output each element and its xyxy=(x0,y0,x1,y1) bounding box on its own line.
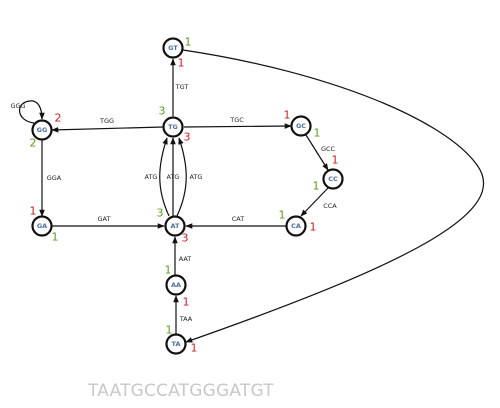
node-cc: CC xyxy=(322,168,344,190)
node-ta-out-degree: 1 xyxy=(166,324,173,337)
edge-label-aat: AAT xyxy=(179,255,192,263)
node-ta-in-degree: 1 xyxy=(191,342,198,355)
node-cc-out-degree: 1 xyxy=(313,180,320,193)
node-at-out-degree: 3 xyxy=(157,207,164,220)
edge-ggg xyxy=(19,100,45,124)
node-ca-label: CA xyxy=(291,222,301,230)
node-gc-in-degree: 1 xyxy=(284,109,291,122)
nodes: GT TG GG GC CC GA AT CA xyxy=(31,37,344,355)
node-ga-label: GA xyxy=(37,222,47,230)
edge-label-cca: CCA xyxy=(323,202,337,210)
node-tg-out-degree: 3 xyxy=(159,105,166,118)
edge-label-tgg: TGG xyxy=(99,117,114,125)
node-gg-circle xyxy=(31,119,53,141)
edge-label-cat: CAT xyxy=(232,215,244,223)
node-cc-label: CC xyxy=(328,175,338,183)
node-at-circle xyxy=(164,215,186,237)
node-at-in-degree: 3 xyxy=(182,232,189,245)
node-ta-circle xyxy=(165,333,187,355)
edge-label-atg-left: ATG xyxy=(145,173,158,181)
edge-tgg xyxy=(51,126,164,133)
node-cc-circle xyxy=(322,168,344,190)
node-gc-label: GC xyxy=(296,122,306,130)
degree-labels: 1 1 3 3 2 2 1 1 1 1 1 1 3 3 1 1 1 1 1 1 xyxy=(30,36,339,355)
node-aa-circle xyxy=(165,274,187,296)
node-aa-label: AA xyxy=(171,281,181,289)
node-gc: GC xyxy=(290,115,312,137)
node-gt-circle xyxy=(162,37,184,59)
edge-gcc xyxy=(305,134,329,171)
edge-label-tgc: TGC xyxy=(229,116,244,124)
edge-label-atg-right: ATG xyxy=(190,173,203,181)
node-cc-in-degree: 1 xyxy=(332,154,339,167)
node-ga: GA xyxy=(31,215,53,237)
node-aa-out-degree: 1 xyxy=(165,264,172,277)
node-gc-out-degree: 1 xyxy=(314,127,321,140)
node-gt-out-degree: 1 xyxy=(185,36,192,49)
node-tg: TG xyxy=(162,116,184,138)
edge-label-taa: TAA xyxy=(179,315,193,323)
node-gg-out-degree: 2 xyxy=(30,137,37,150)
node-ca-in-degree: 1 xyxy=(310,221,317,234)
node-gg: GG xyxy=(31,119,53,141)
edge-atg-right xyxy=(176,137,187,217)
node-gg-in-degree: 2 xyxy=(55,112,62,125)
edge-tgc xyxy=(183,123,292,129)
node-gc-circle xyxy=(290,115,312,137)
node-aa: AA xyxy=(165,274,187,296)
node-gg-label: GG xyxy=(37,126,48,134)
node-ca-out-degree: 1 xyxy=(279,209,286,222)
node-at-label: AT xyxy=(171,222,181,230)
node-ta: TA xyxy=(165,333,187,355)
node-ca-circle xyxy=(285,215,307,237)
node-ga-circle xyxy=(31,215,53,237)
node-ga-in-degree: 1 xyxy=(30,205,37,218)
node-aa-in-degree: 1 xyxy=(183,296,190,309)
edge-gt-to-ta xyxy=(182,49,485,343)
edge-label-atg-middle: ATG xyxy=(167,173,180,181)
edge-label-ggg: GGG xyxy=(10,102,25,110)
node-tg-in-degree: 3 xyxy=(184,131,191,144)
edge-cca xyxy=(300,187,329,217)
edge-label-gga: GGA xyxy=(47,174,62,182)
node-ga-out-degree: 1 xyxy=(52,231,59,244)
edge-label-gcc: GCC xyxy=(321,145,336,153)
node-tg-label: TG xyxy=(168,123,178,131)
edge-label-tgt: TGT xyxy=(175,83,189,91)
node-gt-in-degree: 1 xyxy=(178,57,185,70)
node-at: AT xyxy=(164,215,186,237)
node-ta-label: TA xyxy=(172,340,181,348)
node-ca: CA xyxy=(285,215,307,237)
edge-atg-left xyxy=(159,137,170,217)
edges: TGT TGG TGC GGG GGA GCC CCA GAT CAT ATG … xyxy=(10,49,485,343)
edge-label-gat: GAT xyxy=(98,215,111,223)
sequence-text: TAATGCCATGGGATGT xyxy=(88,381,274,401)
node-gt: GT xyxy=(162,37,184,59)
node-gt-label: GT xyxy=(168,44,178,52)
node-tg-circle xyxy=(162,116,184,138)
